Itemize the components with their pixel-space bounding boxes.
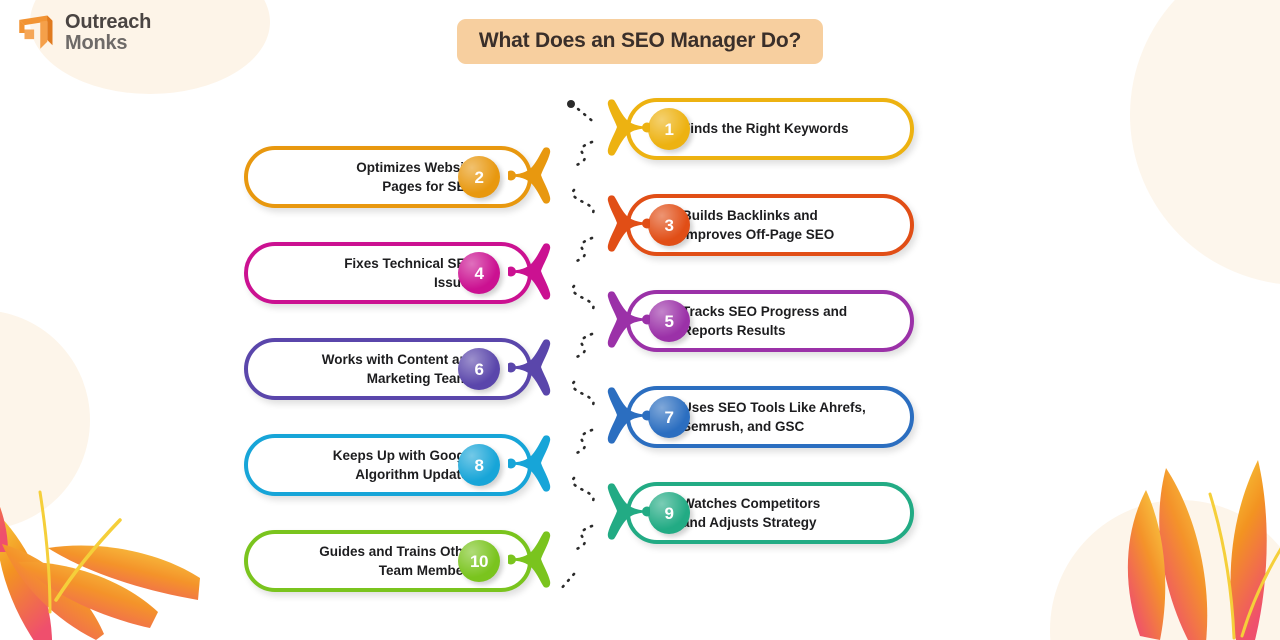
item-number-badge: 6 — [458, 348, 500, 390]
item-connector-knot — [506, 435, 570, 495]
item-text-line2: Pages for SEO — [382, 179, 476, 194]
item-label: Finds the Right Keywords — [682, 98, 898, 160]
infographic-item-9[interactable]: Watches Competitors and Adjusts Strategy 9 — [596, 482, 914, 544]
item-label: Watches Competitors and Adjusts Strategy — [682, 482, 898, 544]
item-number: 4 — [474, 263, 484, 283]
item-connector-knot — [588, 483, 652, 543]
item-connector-knot — [588, 387, 652, 447]
item-number-badge: 2 — [458, 156, 500, 198]
item-text-line1: Builds Backlinks and — [682, 207, 818, 223]
item-number: 6 — [474, 359, 484, 379]
infographic-item-1[interactable]: Finds the Right Keywords 1 — [596, 98, 914, 160]
infographic-item-7[interactable]: Uses SEO Tools Like Ahrefs, Semrush, and … — [596, 386, 914, 448]
item-number-badge: 8 — [458, 444, 500, 486]
item-number-badge: 3 — [648, 204, 690, 246]
item-connector-knot — [506, 147, 570, 207]
item-number-badge: 9 — [648, 492, 690, 534]
item-number: 9 — [664, 503, 674, 523]
item-connector-knot — [506, 339, 570, 399]
item-text-line1: Finds the Right Keywords — [682, 121, 849, 137]
item-number: 1 — [664, 119, 674, 139]
item-text-line1: Keeps Up with Google — [332, 447, 476, 463]
item-connector-knot — [588, 195, 652, 255]
item-number-badge: 10 — [458, 540, 500, 582]
item-number: 10 — [470, 551, 488, 571]
item-text-line1: Uses SEO Tools Like Ahrefs, — [682, 399, 866, 415]
item-text-line1: Optimizes Website — [356, 159, 476, 175]
item-text-line2: Algorithm Updates — [355, 467, 476, 482]
item-text-line1: Watches Competitors — [682, 495, 821, 511]
item-number-badge: 5 — [648, 300, 690, 342]
item-connector-knot — [588, 99, 652, 159]
page-title: What Does an SEO Manager Do? — [456, 19, 824, 64]
item-number: 2 — [474, 167, 484, 187]
item-connector-knot — [588, 291, 652, 351]
item-connector-knot — [506, 531, 570, 591]
item-text-line2: and Adjusts Strategy — [682, 515, 817, 530]
item-number-badge: 4 — [458, 252, 500, 294]
page-title-container: What Does an SEO Manager Do? — [0, 19, 1280, 64]
item-text-line1: Works with Content and — [321, 351, 476, 367]
item-number: 7 — [664, 407, 674, 427]
item-number-badge: 7 — [648, 396, 690, 438]
item-number-badge: 1 — [648, 108, 690, 150]
item-text-line1: Guides and Trains Other — [319, 543, 476, 559]
item-text-line2: Reports Results — [682, 323, 786, 338]
item-number: 5 — [664, 311, 674, 331]
item-text-line1: Tracks SEO Progress and — [682, 303, 848, 319]
item-number: 3 — [664, 215, 674, 235]
item-text-line2: Semrush, and GSC — [682, 419, 805, 434]
item-label: Uses SEO Tools Like Ahrefs, Semrush, and … — [682, 386, 898, 448]
item-text-line2: Improves Off-Page SEO — [682, 227, 835, 242]
item-number: 8 — [474, 455, 484, 475]
item-connector-knot — [506, 243, 570, 303]
item-text-line2: Team Members — [378, 563, 476, 578]
item-text-line2: Marketing Teams — [366, 371, 476, 386]
item-text-line1: Fixes Technical SEO — [344, 255, 476, 271]
